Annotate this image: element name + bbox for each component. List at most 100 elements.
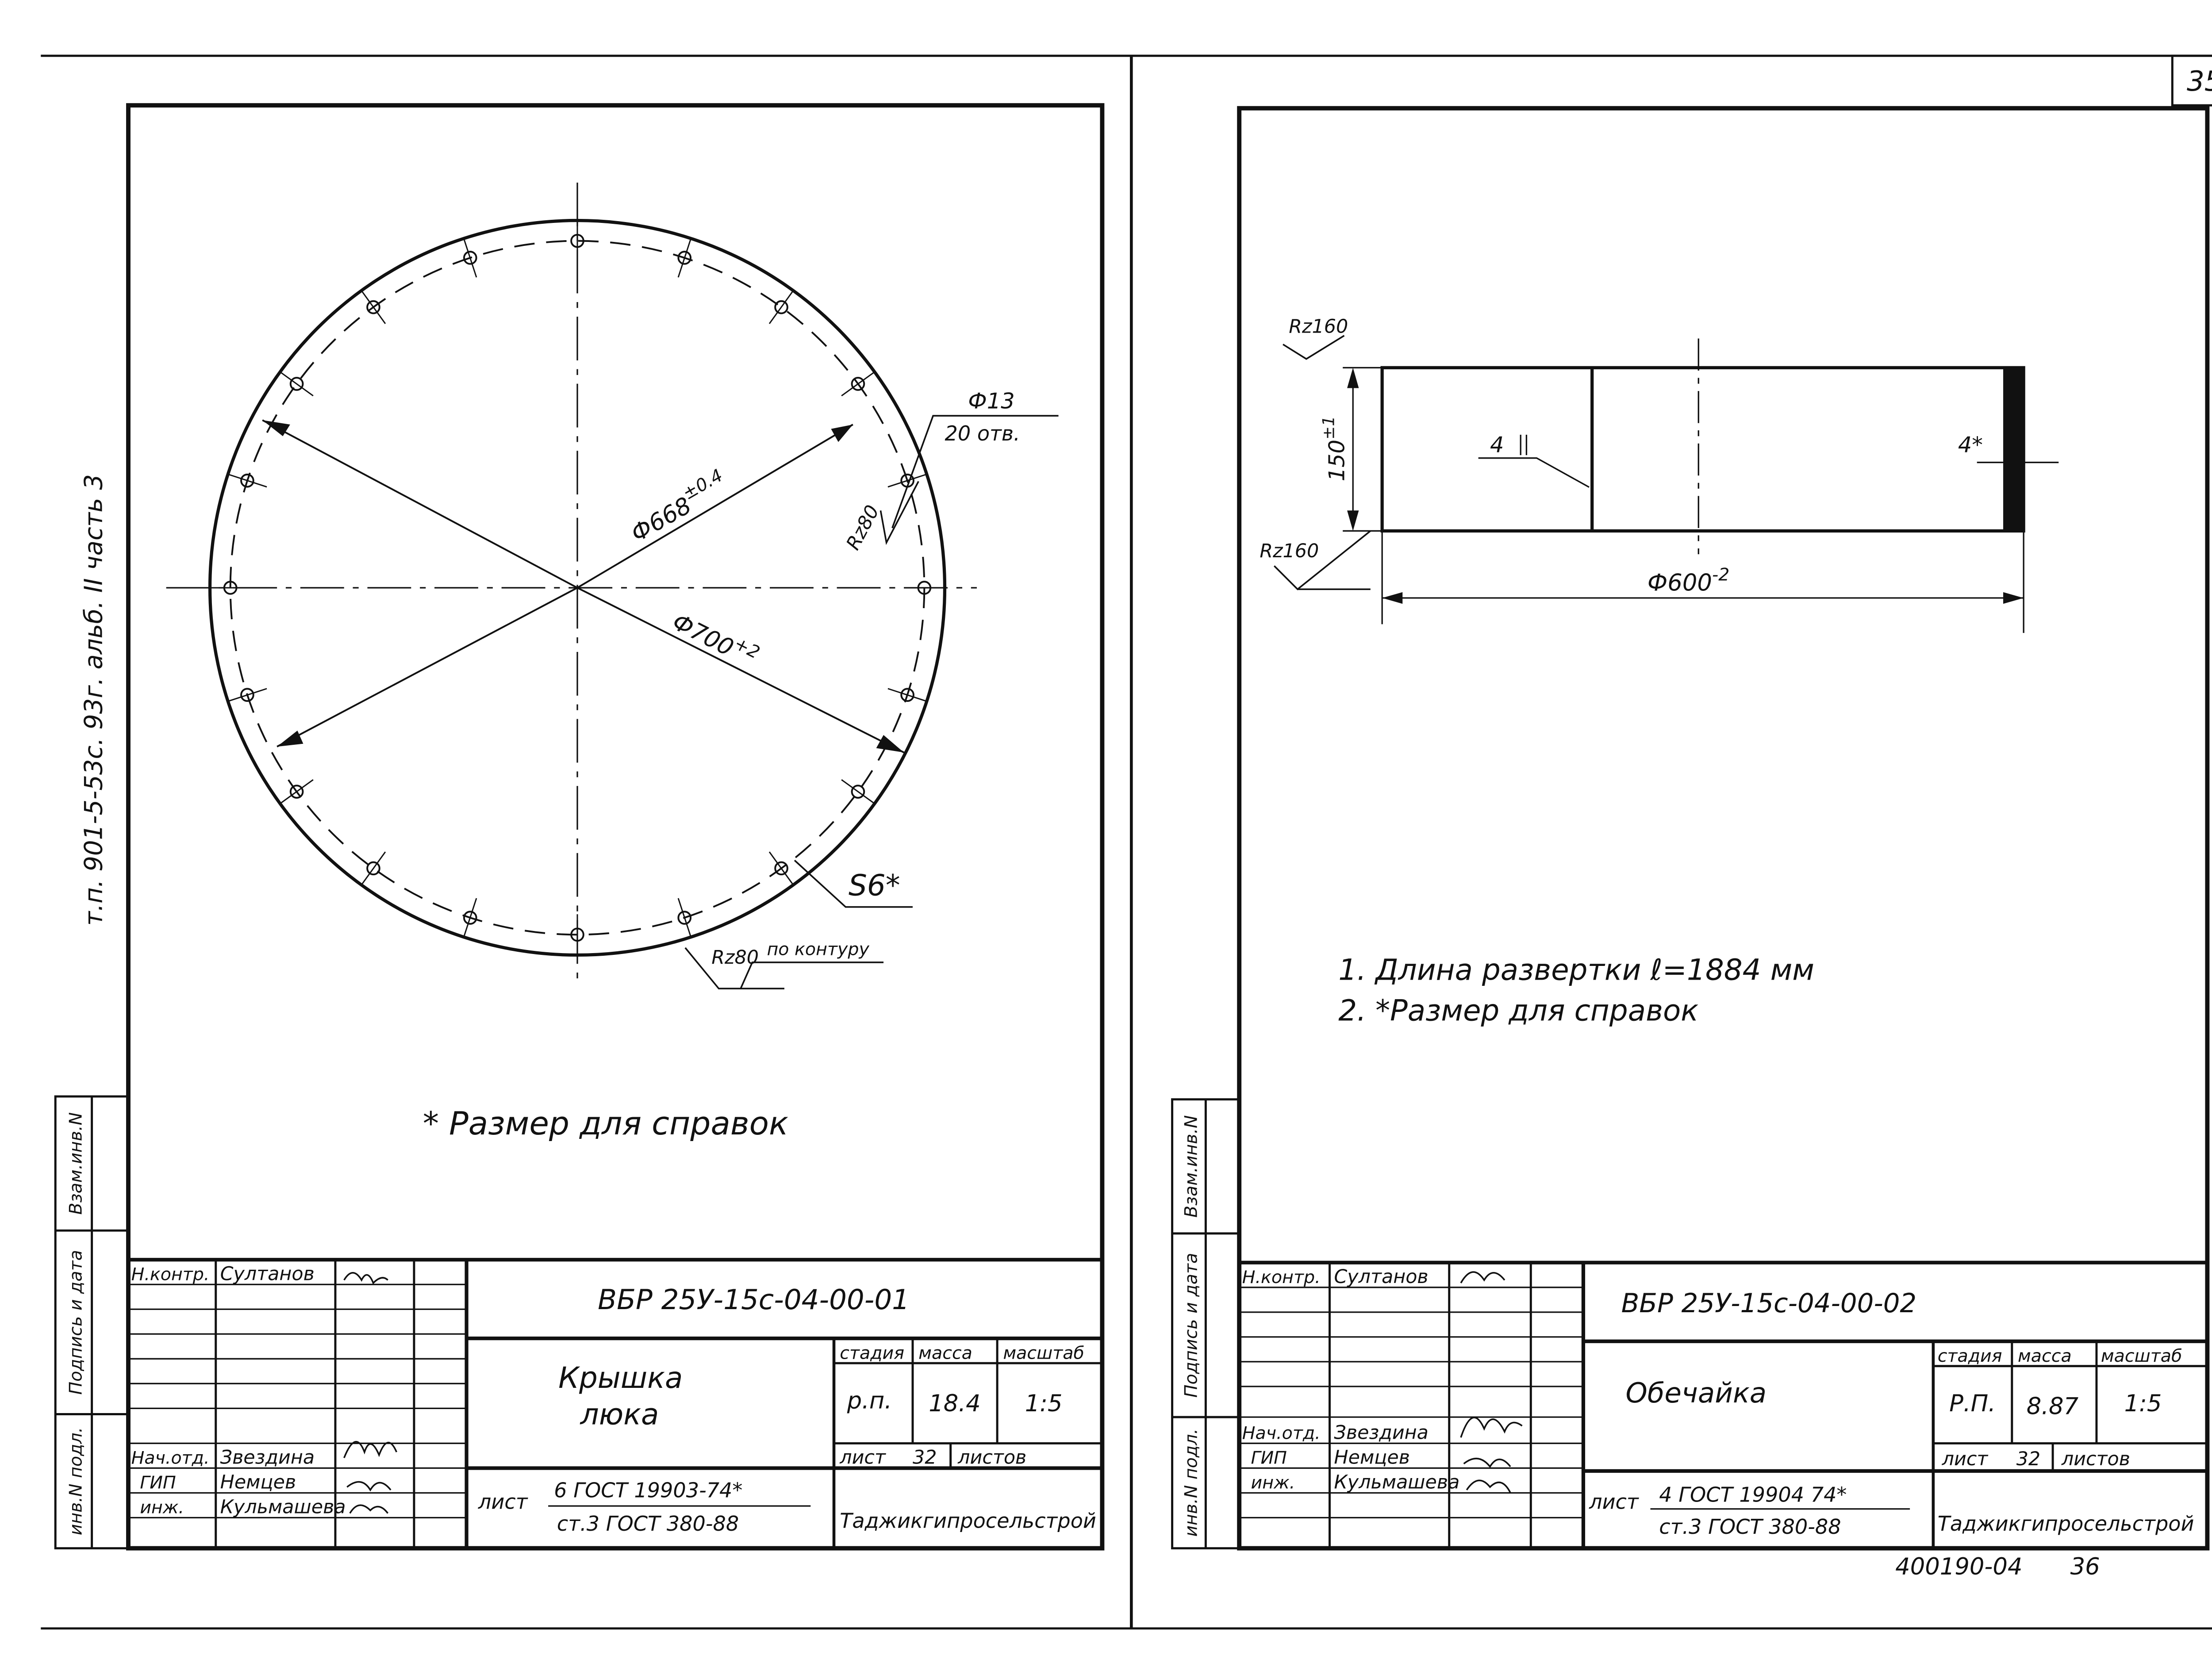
header-stadia: стадия <box>840 1343 904 1363</box>
value-list: 32 <box>913 1447 937 1469</box>
left-note: * Размер для справок <box>423 1105 788 1142</box>
bolt-hole-axis <box>841 779 875 804</box>
bolt-hole-axis <box>887 688 927 702</box>
bolt-hole <box>774 300 788 314</box>
role-gip-r: ГИП <box>1251 1448 1287 1468</box>
col-inv-r: инв.N подл. <box>1181 1429 1202 1537</box>
signatures <box>343 1272 398 1514</box>
material-line-2: ст.3 ГОСТ 380-88 <box>557 1512 739 1536</box>
shell-drawing: 150±1 Rz160 Rz160 4 4* Ф600-2 <box>1260 315 2059 633</box>
archive-number: 400190-04 <box>1895 1553 2022 1580</box>
dim-d700: Ф700+2 <box>668 604 763 673</box>
header-stadia-r: стадия <box>1938 1346 2002 1366</box>
holes-count: 20 отв. <box>945 421 1020 445</box>
material-line-2-r: ст.3 ГОСТ 380-88 <box>1659 1515 1841 1539</box>
material-prefix: лист <box>478 1490 528 1514</box>
col-podpis: Подпись и дата <box>66 1250 86 1394</box>
material-line-1: 6 ГОСТ 19903-74* <box>554 1478 742 1502</box>
role-nkontr-r: Н.контр. <box>1242 1267 1321 1287</box>
bolt-hole <box>463 911 477 925</box>
col-podpis-r: Подпись и дата <box>1181 1253 1202 1398</box>
value-stadia-r: Р.П. <box>1949 1390 1996 1417</box>
rz160-bottom: Rz160 <box>1260 540 1319 562</box>
role-gip: ГИП <box>140 1473 176 1493</box>
col-inv: инв.N подл. <box>66 1427 86 1536</box>
dim-h150: 150±1 <box>1319 416 1349 482</box>
label-list-r: лист <box>1942 1448 1989 1470</box>
bolt-hole <box>677 251 692 265</box>
left-part-name-1: Крышка <box>558 1361 683 1395</box>
col-vzam: Взам.инв.N <box>66 1112 86 1215</box>
material-prefix-r: лист <box>1589 1490 1639 1514</box>
bolt-hole <box>289 377 304 391</box>
value-stadia: р.п. <box>847 1387 892 1414</box>
value-masshtab: 1:5 <box>1025 1390 1063 1417</box>
header-masshtab-r: масштаб <box>2101 1346 2182 1366</box>
bolt-hole <box>774 861 788 876</box>
right-frame <box>1237 106 2210 1551</box>
bolt-hole <box>851 785 865 799</box>
rz80-edge: Rz80 <box>842 502 883 554</box>
name-gip-r: Немцев <box>1334 1447 1410 1469</box>
left-frame <box>126 103 1105 1551</box>
left-side-columns: Взам.инв.N Подпись и дата инв.N подл. <box>54 1095 130 1550</box>
left-sheet: Ф668±0.4 Ф700+2 Ф13 20 отв. Rz80 S6* Rz8… <box>54 103 1105 1551</box>
bolt-hole <box>366 300 380 314</box>
bolt-hole <box>366 861 380 876</box>
archive-sheet: 36 <box>2070 1553 2100 1580</box>
bolt-hole-axis <box>463 238 477 278</box>
bolt-hole-axis <box>227 688 267 702</box>
right-title-block: Н.контр. Султанов Нач.отд. Звездина ГИП … <box>1239 1260 2208 1580</box>
bolt-holes <box>210 220 945 955</box>
value-massa-r: 8.87 <box>2027 1393 2079 1420</box>
bolt-hole-axis <box>887 473 927 488</box>
right-sheet: 150±1 Rz160 Rz160 4 4* Ф600-2 1. Длин <box>1171 106 2210 1580</box>
bolt-hole <box>289 785 304 799</box>
value-massa: 18.4 <box>929 1390 980 1417</box>
bolt-hole-axis <box>280 779 314 804</box>
value-list-r: 32 <box>2016 1448 2041 1470</box>
bolt-hole-axis <box>361 290 386 324</box>
bolt-hole-axis <box>768 290 794 324</box>
name-gip: Немцев <box>220 1471 296 1494</box>
bolt-hole <box>900 688 914 702</box>
left-doc-code: ВБР 25У-15с-04-00-01 <box>598 1283 910 1316</box>
col-vzam-r: Взам.инв.N <box>1181 1115 1202 1218</box>
label-listov-r: листов <box>2061 1448 2130 1470</box>
label-listov: листов <box>957 1447 1026 1469</box>
bolt-hole <box>677 911 692 925</box>
name-inzh: Кульмашева <box>220 1496 346 1518</box>
name-nkontr-r: Султанов <box>1334 1266 1428 1288</box>
bolt-hole-axis <box>677 898 692 938</box>
thickness-s6: S6* <box>849 868 900 902</box>
page-number: 35 <box>2187 65 2212 97</box>
value-masshtab-r: 1:5 <box>2124 1390 2162 1417</box>
right-note-1: 1. Длина развертки ℓ=1884 мм <box>1338 953 1814 987</box>
header-massa: масса <box>918 1343 972 1363</box>
right-note-2: 2. *Размер для справок <box>1338 994 1698 1028</box>
role-nachotd: Нач.отд. <box>131 1448 210 1468</box>
header-massa-r: масса <box>2018 1346 2072 1366</box>
rz80-contour: Rz80 <box>711 946 759 969</box>
name-nkontr: Султанов <box>220 1263 315 1285</box>
dim-d600: Ф600-2 <box>1647 564 1729 596</box>
bolt-hole-axis <box>227 473 267 488</box>
role-nachotd-r: Нач.отд. <box>1242 1423 1321 1444</box>
name-nachotd-r: Звездина <box>1334 1422 1429 1444</box>
po-konturu: по контуру <box>767 939 869 959</box>
weld-size: 4 <box>1490 432 1504 457</box>
wall-section <box>2003 368 2024 531</box>
page-number-box: 35 <box>2171 54 2212 107</box>
bolt-hole-axis <box>768 851 794 885</box>
side-stamp: т.п. 901-5-53с. 93г. альб. II часть 3 <box>80 474 108 926</box>
label-list: лист <box>839 1447 886 1469</box>
material-line-1-r: 4 ГОСТ 19904 74* <box>1659 1482 1847 1506</box>
bolt-hole-axis <box>677 238 692 278</box>
role-inzh: инж. <box>140 1498 184 1518</box>
name-inzh-r: Кульмашева <box>1334 1471 1459 1494</box>
thickness-4: 4* <box>1958 432 1983 457</box>
bolt-hole <box>240 473 254 488</box>
left-title-block: Н.контр. Султанов Нач.отд. Звездина ГИП … <box>128 1258 1102 1548</box>
bolt-hole <box>851 377 865 391</box>
